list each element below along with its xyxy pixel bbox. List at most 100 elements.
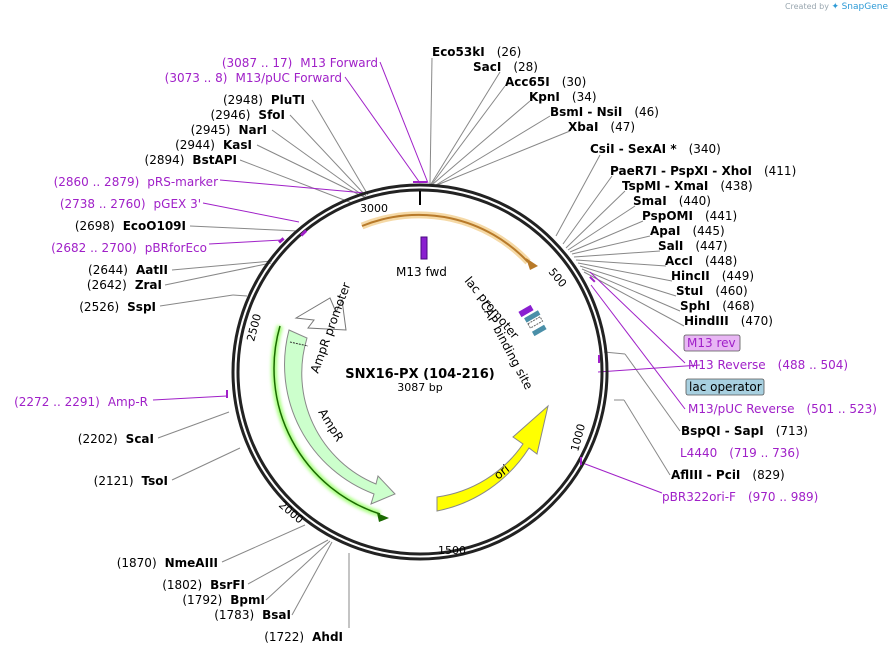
site-afliii-pcii: AflIII - PciI: [671, 468, 740, 482]
site-kpni-pos: (34): [572, 90, 597, 104]
site-saci: SacI: [473, 60, 501, 74]
watermark-brand: SnapGene: [841, 2, 888, 12]
site-hindiii: HindIII: [684, 314, 729, 328]
label-prs-marker-pos: (2860 .. 2879): [54, 175, 140, 189]
primer-lines: [152, 61, 701, 494]
ampr-dashed-mark: [289, 341, 309, 347]
site-csii-sexai-pos: (340): [689, 142, 721, 156]
svg-text:(2526)SspI: (2526)SspI: [79, 300, 156, 314]
svg-text:(3087 .. 17)M13 Forward: (3087 .. 17)M13 Forward: [222, 56, 378, 70]
site-nmeaiii: NmeAIII: [165, 556, 218, 570]
lac-promoter-arrow: [360, 211, 538, 270]
site-stui: StuI: [676, 284, 703, 298]
label-prs-marker: pRS-marker: [147, 175, 218, 189]
site-pspomi-pos: (441): [705, 209, 737, 223]
site-bsai-pos: (1783): [214, 608, 254, 622]
site-kpni: KpnI: [529, 90, 560, 104]
svg-text:(2272 .. 2291)Amp-R: (2272 .. 2291)Amp-R: [14, 395, 148, 409]
site-sali-pos: (447): [695, 239, 727, 253]
label-m13-puc-forward-pos: (3073 .. 8): [165, 71, 228, 85]
svg-text:XbaI(47): XbaI(47): [568, 120, 635, 134]
site-sfoi: SfoI: [258, 108, 285, 122]
svg-text:(2944)KasI: (2944)KasI: [175, 138, 252, 152]
site-csii-sexai: CsiI - SexAI *: [590, 142, 677, 156]
site-zrai-pos: (2642): [87, 278, 127, 292]
svg-text:StuI(460): StuI (460): [676, 284, 748, 298]
label-m13-fwd: M13 fwd: [396, 265, 447, 279]
plasmid-name: SNX16-PX (104-216): [345, 367, 494, 382]
site-paer7i: PaeR7I - PspXI - XhoI: [610, 164, 752, 178]
site-sspi: SspI: [127, 300, 156, 314]
svg-text:AflIII - PciI(829): AflIII - PciI (829): [671, 468, 785, 482]
label-l4440-pos: (719 .. 736): [729, 446, 799, 460]
site-bpmi: BpmI: [230, 593, 265, 607]
svg-text:AccI(448): AccI(448): [665, 254, 737, 268]
label-m13-rev: M13 rev: [687, 336, 736, 350]
site-bsmi-nsii: BsmI - NsiI: [550, 105, 622, 119]
site-acc65i: Acc65I: [505, 75, 550, 89]
site-stui-pos: (460): [715, 284, 747, 298]
label-m13-forward: M13 Forward: [300, 56, 378, 70]
label-m13-puc-reverse: M13/pUC Reverse: [688, 402, 795, 416]
connector-lines: [157, 57, 685, 628]
svg-text:SmaI(440): SmaI(440): [633, 194, 711, 208]
label-pbr322ori-pos: (970 .. 989): [748, 490, 818, 504]
site-bstapi: BstAPI: [192, 153, 237, 167]
site-bpmi-pos: (1792): [182, 593, 222, 607]
svg-text:SphI(468): SphI (468): [680, 299, 755, 313]
site-eco53ki-pos: (26): [497, 45, 522, 59]
label-m13-puc-forward: M13/pUC Forward: [235, 71, 342, 85]
label-m13-reverse-pos: (488 .. 504): [778, 358, 848, 372]
svg-text:(2945)NarI: (2945) NarI: [191, 123, 267, 137]
site-aatii-pos: (2644): [88, 263, 128, 277]
svg-text:(2644)AatII: (2644)AatII: [88, 263, 168, 277]
site-bspqi-sapi: BspQI - SapI: [681, 424, 764, 438]
label-pgex3: pGEX 3': [154, 197, 201, 211]
plasmid-length: 3087 bp: [397, 381, 442, 394]
svg-text:PaeR7I - PspXI - XhoI(411): PaeR7I - PspXI - XhoI(411): [610, 164, 796, 178]
svg-text:(2738 .. 2760)pGEX 3': (2738 .. 2760)pGEX 3': [60, 197, 201, 211]
site-scai: ScaI: [126, 432, 154, 446]
site-pluti-pos: (2948): [223, 93, 263, 107]
site-pluti: PluTI: [271, 93, 305, 107]
site-hincii-pos: (449): [722, 269, 754, 283]
svg-text:Acc65I(30): Acc65I (30): [505, 75, 586, 89]
site-bsrfi: BsrFI: [210, 578, 245, 592]
primer-markers: [226, 181, 600, 465]
site-acci-pos: (448): [705, 254, 737, 268]
features-right: M13 rev M13 Reverse(488 .. 504) lac oper…: [662, 334, 877, 504]
svg-text:TspMI - XmaI(438): TspMI - XmaI(438): [622, 179, 753, 193]
svg-text:(2698)EcoO109I: (2698)EcoO109I: [75, 219, 186, 233]
svg-text:ApaI(445): ApaI(445): [650, 224, 725, 238]
label-amp-r: Amp-R: [108, 395, 148, 409]
svg-text:(1783)BsaI: (1783) BsaI: [214, 608, 291, 622]
svg-text:(1792)BpmI: (1792) BpmI: [182, 593, 265, 607]
site-sphi-pos: (468): [722, 299, 754, 313]
site-nari: NarI: [238, 123, 267, 137]
tick-2000: 2000: [276, 498, 306, 526]
svg-text:HindIII(470): HindIII(470): [684, 314, 773, 328]
svg-text:Eco53kI(26): Eco53kI(26): [432, 45, 521, 59]
svg-text:HincII(449): HincII(449): [671, 269, 754, 283]
svg-text:PspOMI(441): PspOMI (441): [642, 209, 737, 223]
site-acc65i-pos: (30): [562, 75, 587, 89]
site-smai: SmaI: [633, 194, 667, 208]
site-sphi: SphI: [680, 299, 710, 313]
svg-text:BspQI - SapI(713): BspQI - SapI(713): [681, 424, 808, 438]
site-nari-pos: (2945): [191, 123, 231, 137]
site-bsmi-nsii-pos: (46): [634, 105, 659, 119]
svg-text:(2946)SfoI: (2946)SfoI: [211, 108, 285, 122]
tick-3000: 3000: [360, 202, 388, 215]
site-bsai: BsaI: [262, 608, 291, 622]
site-bstapi-pos: (2894): [145, 153, 185, 167]
site-pspomi: PspOMI: [642, 209, 693, 223]
label-m13-puc-reverse-pos: (501 .. 523): [807, 402, 877, 416]
svg-text:M13/pUC Reverse(501 .. 523): M13/pUC Reverse (501 .. 523): [688, 402, 877, 416]
ampr-outer-line: [271, 325, 389, 522]
ampr-feature-arrow: [284, 329, 396, 505]
site-bsrfi-pos: (1802): [162, 578, 202, 592]
site-afliii-pcii-pos: (829): [752, 468, 784, 482]
svg-text:BsmI - NsiI(46): BsmI - NsiI (46): [550, 105, 659, 119]
site-tsoi: TsoI: [142, 474, 168, 488]
svg-text:M13 Reverse(488 .. 504): M13 Reverse(488 .. 504): [688, 358, 848, 372]
